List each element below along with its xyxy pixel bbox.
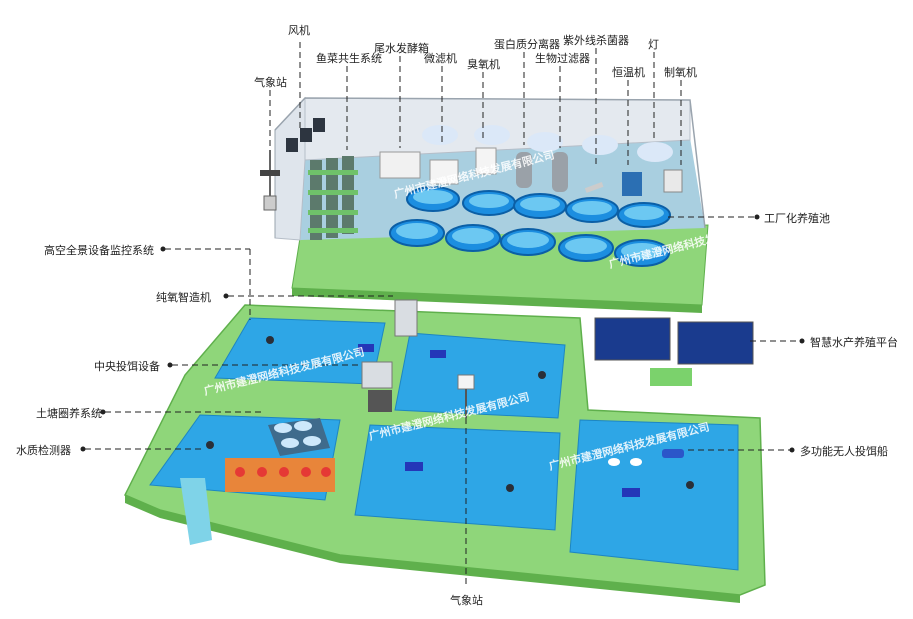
- pond-berm-side: [125, 495, 740, 603]
- oxygen-maker-device: [663, 169, 683, 193]
- leader-dots: [80, 214, 805, 453]
- biofilter-device: [552, 152, 568, 192]
- label-smart-platform: 智慧水产养殖平台: [810, 336, 898, 349]
- water-quality-sensor-icon: [206, 336, 694, 492]
- protein-skimmer-device: [516, 152, 532, 188]
- label-weather-station-bottom: 气象站: [450, 594, 483, 607]
- weather-station-bottom-device: [457, 374, 475, 390]
- greenhouse: [260, 96, 709, 313]
- leader-lines: [85, 42, 800, 585]
- label-feeding-boat: 多功能无人投饵船: [800, 445, 888, 458]
- water-outflow: [180, 478, 212, 545]
- label-weather-station-top: 气象站: [254, 76, 287, 89]
- lamp-icon: [422, 125, 673, 162]
- swan-icon: [608, 458, 642, 466]
- label-thermostat: 恒温机: [612, 66, 645, 79]
- smart-platform-screens: [594, 317, 754, 386]
- label-pond-circulation: 土塘圈养系统: [36, 407, 102, 420]
- central-feeder-device: [368, 390, 392, 412]
- greenhouse-ground-side: [292, 288, 702, 313]
- label-aquaponics: 鱼菜共生系统: [316, 52, 382, 65]
- pure-oxygen-device: [394, 299, 418, 337]
- aerator-icon: [358, 344, 640, 497]
- label-aerial-monitor: 高空全景设备监控系统: [44, 244, 154, 257]
- label-factory-tanks: 工厂化养殖池: [764, 212, 830, 225]
- pond-right: [569, 419, 739, 571]
- label-biofilter: 生物过滤器: [535, 52, 590, 65]
- weather-station-icon: [260, 150, 280, 211]
- label-fermentation: 尾水发酵箱: [374, 42, 429, 55]
- info-panel-icons: [235, 467, 331, 477]
- microfilter-device: [429, 159, 459, 185]
- thermostat-device: [622, 172, 642, 196]
- label-protein-skimmer: 蛋白质分离器: [494, 38, 560, 51]
- pond-circulation-units: [268, 418, 330, 456]
- label-oxygen-maker: 制氧机: [664, 66, 697, 79]
- label-ozone: 臭氧机: [467, 58, 500, 71]
- pond-lower-middle: [354, 424, 561, 531]
- label-microfilter: 微滤机: [424, 52, 457, 65]
- central-feeder-device: [361, 361, 393, 389]
- uv-sterilizer-device: [584, 182, 604, 193]
- pond-area: [123, 299, 766, 603]
- label-uv-sterilizer: 紫外线杀菌器: [563, 34, 629, 47]
- feeding-boat-device: [662, 449, 684, 458]
- label-water-quality: 水质检测器: [16, 444, 71, 457]
- label-lamp: 灯: [648, 38, 659, 51]
- fermentation-box: [379, 151, 421, 179]
- greenhouse-left-wall: [274, 96, 306, 241]
- label-fan: 风机: [288, 24, 310, 37]
- label-central-feeder: 中央投饵设备: [94, 360, 160, 373]
- aquaponics-racks: [308, 156, 358, 240]
- label-pure-oxygen: 纯氧智造机: [156, 291, 211, 304]
- factory-tanks: [389, 186, 671, 267]
- fan-icon: [286, 118, 325, 152]
- ozone-device: [475, 147, 497, 175]
- greenhouse-frame: [274, 97, 706, 229]
